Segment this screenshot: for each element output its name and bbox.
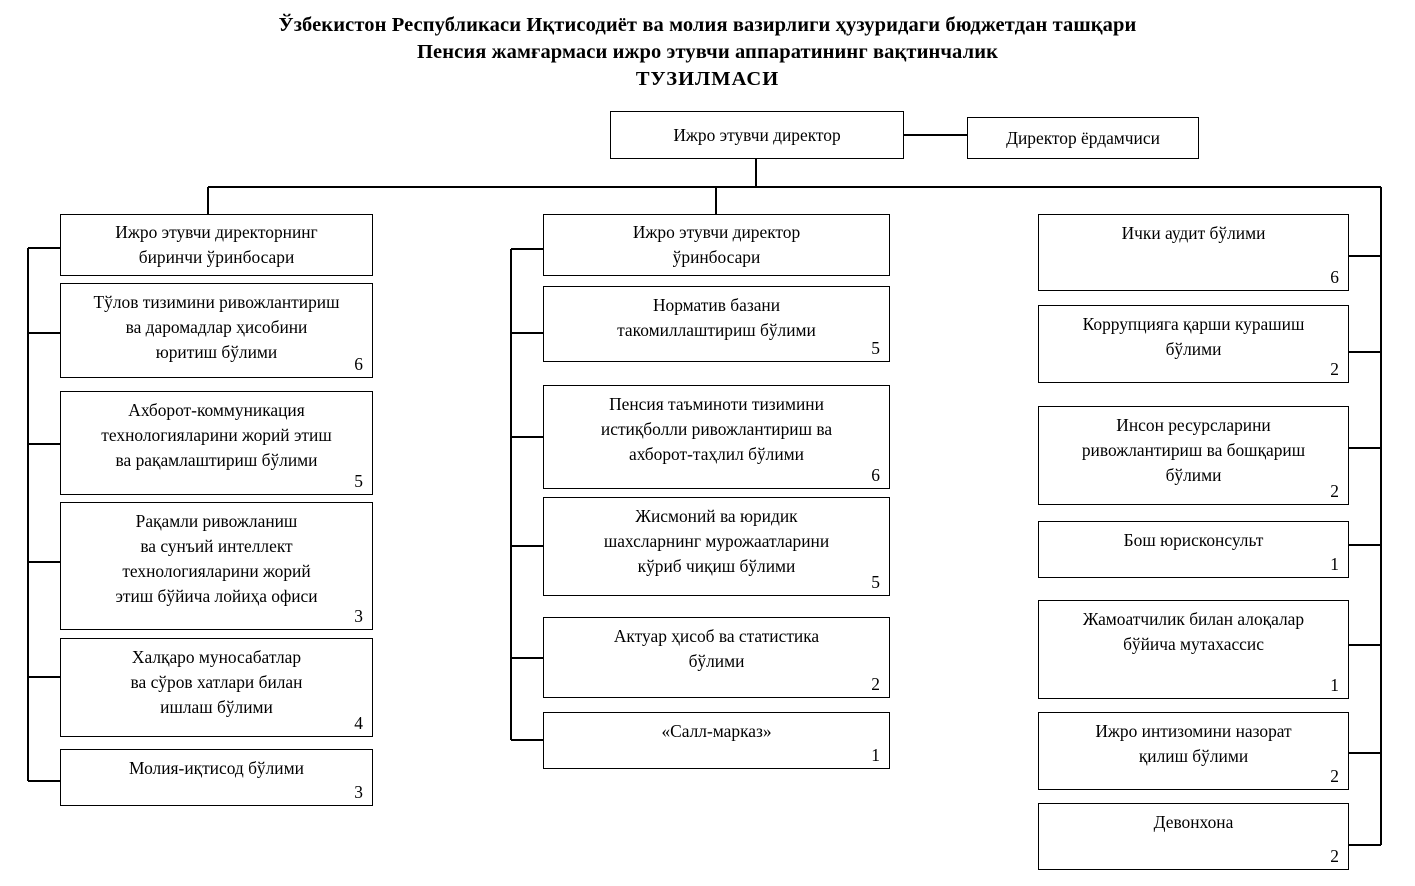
node-count: 3 bbox=[354, 782, 363, 802]
node-count: 1 bbox=[1330, 675, 1339, 695]
node-left-item-2[interactable]: Рақамли ривожланиш ва сунъий интеллект т… bbox=[60, 502, 373, 630]
node-label: Ижро этувчи директор ўринбосари bbox=[632, 222, 801, 267]
node-count: 5 bbox=[354, 471, 363, 491]
node-label: Ижро интизомини назорат қилиш бўлими bbox=[1095, 721, 1292, 766]
node-count: 2 bbox=[871, 674, 880, 694]
node-label: Жамоатчилик билан алоқалар бўйича мутаха… bbox=[1082, 609, 1305, 654]
node-label: Бош юрисконсульт bbox=[1123, 530, 1264, 550]
node-label: Ижро этувчи директор bbox=[673, 124, 841, 145]
node-count: 2 bbox=[1330, 359, 1339, 379]
node-left-item-4[interactable]: Молия-иқтисод бўлими 3 bbox=[60, 749, 373, 806]
node-label: Норматив базани такомиллаштириш бўлими bbox=[617, 295, 816, 340]
node-label: Молия-иқтисод бўлими bbox=[129, 758, 304, 778]
node-right-item-6[interactable]: Девонхона 2 bbox=[1038, 803, 1349, 870]
node-left-head[interactable]: Ижро этувчи директорнинг биринчи ўринбос… bbox=[60, 214, 373, 276]
node-label: Ахборот-коммуникация технологияларини жо… bbox=[101, 400, 332, 470]
title-line-1: Ўзбекистон Республикаси Иқтисодиёт ва мо… bbox=[278, 14, 1137, 36]
node-right-item-5[interactable]: Ижро интизомини назорат қилиш бўлими 2 bbox=[1038, 712, 1349, 790]
node-right-item-1[interactable]: Коррупцияга қарши курашиш бўлими 2 bbox=[1038, 305, 1349, 383]
node-middle-item-3[interactable]: Актуар ҳисоб ва статистика бўлими 2 bbox=[543, 617, 890, 698]
node-right-item-3[interactable]: Бош юрисконсульт 1 bbox=[1038, 521, 1349, 578]
node-count: 6 bbox=[871, 465, 880, 485]
node-label: Тўлов тизимини ривожлантириш ва даромадл… bbox=[93, 292, 340, 362]
node-right-item-4[interactable]: Жамоатчилик билан алоқалар бўйича мутаха… bbox=[1038, 600, 1349, 699]
node-count: 5 bbox=[871, 572, 880, 592]
title-line-3: ТУЗИЛМАСИ bbox=[635, 68, 780, 90]
node-right-item-0[interactable]: Ички аудит бўлими 6 bbox=[1038, 214, 1349, 291]
node-count: 4 bbox=[354, 713, 363, 733]
node-left-item-3[interactable]: Халқаро муносабатлар ва сўров хатлари би… bbox=[60, 638, 373, 737]
node-label: Жисмоний ва юридик шахсларнинг мурожаатл… bbox=[603, 506, 830, 576]
node-left-item-0[interactable]: Тўлов тизимини ривожлантириш ва даромадл… bbox=[60, 283, 373, 378]
node-executive-director[interactable]: Ижро этувчи директор bbox=[610, 111, 904, 159]
node-label: Рақамли ривожланиш ва сунъий интеллект т… bbox=[115, 511, 318, 606]
page-title: Ўзбекистон Республикаси Иқтисодиёт ва мо… bbox=[0, 12, 1415, 93]
node-middle-item-4[interactable]: «Салл-марказ» 1 bbox=[543, 712, 890, 769]
node-count: 6 bbox=[1330, 267, 1339, 287]
node-label: Пенсия таъминоти тизимини истиқболли рив… bbox=[600, 394, 833, 464]
node-middle-head[interactable]: Ижро этувчи директор ўринбосари bbox=[543, 214, 890, 276]
node-label: «Салл-марказ» bbox=[661, 721, 772, 741]
node-count: 2 bbox=[1330, 846, 1339, 866]
node-label: Халқаро муносабатлар ва сўров хатлари би… bbox=[130, 647, 303, 717]
node-count: 2 bbox=[1330, 481, 1339, 501]
node-label: Ички аудит бўлими bbox=[1121, 223, 1266, 243]
node-count: 5 bbox=[871, 338, 880, 358]
node-label: Ижро этувчи директорнинг биринчи ўринбос… bbox=[115, 222, 318, 267]
node-label: Директор ёрдамчиси bbox=[1006, 127, 1160, 148]
node-right-item-2[interactable]: Инсон ресурсларини ривожлантириш ва бошқ… bbox=[1038, 406, 1349, 505]
node-left-item-1[interactable]: Ахборот-коммуникация технологияларини жо… bbox=[60, 391, 373, 495]
node-count: 3 bbox=[354, 606, 363, 626]
node-label: Девонхона bbox=[1153, 812, 1234, 832]
node-count: 2 bbox=[1330, 766, 1339, 786]
node-label: Актуар ҳисоб ва статистика бўлими bbox=[613, 626, 820, 671]
node-label: Инсон ресурсларини ривожлантириш ва бошқ… bbox=[1081, 415, 1306, 485]
node-count: 1 bbox=[1330, 554, 1339, 574]
node-count: 6 bbox=[354, 354, 363, 374]
node-director-assistant[interactable]: Директор ёрдамчиси bbox=[967, 117, 1199, 159]
node-count: 1 bbox=[871, 745, 880, 765]
node-middle-item-1[interactable]: Пенсия таъминоти тизимини истиқболли рив… bbox=[543, 385, 890, 489]
node-label: Коррупцияга қарши курашиш бўлими bbox=[1082, 314, 1305, 359]
node-middle-item-0[interactable]: Норматив базани такомиллаштириш бўлими 5 bbox=[543, 286, 890, 362]
title-line-2: Пенсия жамғармаси ижро этувчи аппаратини… bbox=[416, 41, 999, 63]
node-middle-item-2[interactable]: Жисмоний ва юридик шахсларнинг мурожаатл… bbox=[543, 497, 890, 596]
